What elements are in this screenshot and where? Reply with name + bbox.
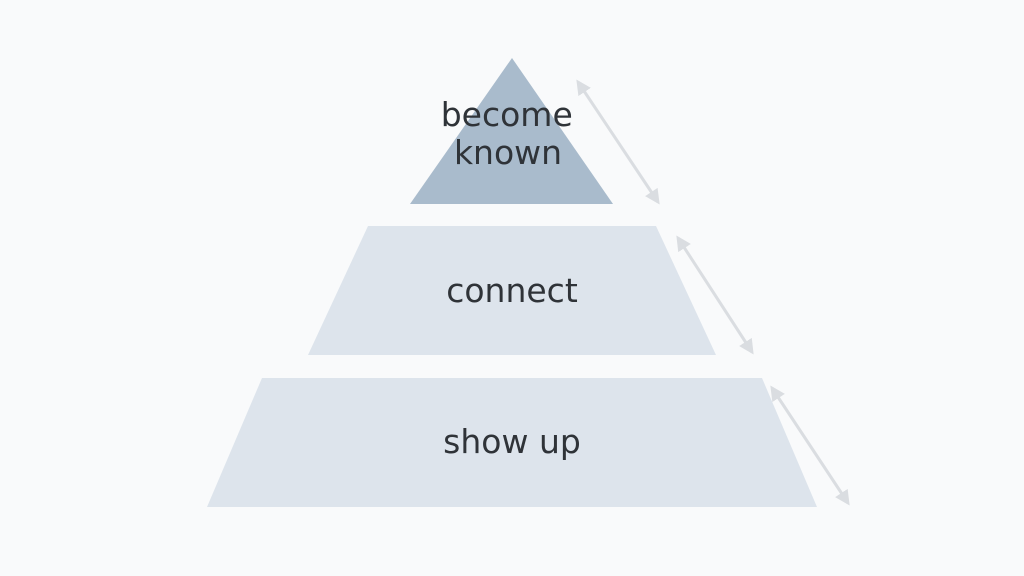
pyramid-tier-bottom: [207, 378, 817, 507]
pyramid-tier-middle: [308, 226, 716, 355]
tier-top-label-line-2: known: [454, 133, 562, 172]
tier-bottom-double-arrow: [770, 385, 850, 506]
tier-top-label-line-1: become: [441, 95, 573, 134]
tier-middle-double-arrow: [676, 235, 754, 355]
pyramid-tier-top: [410, 58, 613, 204]
tier-middle-label: connect: [446, 271, 578, 310]
tier-top-label: become known: [441, 95, 584, 172]
tier-top-double-arrow: [576, 79, 660, 205]
tier-bottom-label: show up: [443, 422, 581, 461]
